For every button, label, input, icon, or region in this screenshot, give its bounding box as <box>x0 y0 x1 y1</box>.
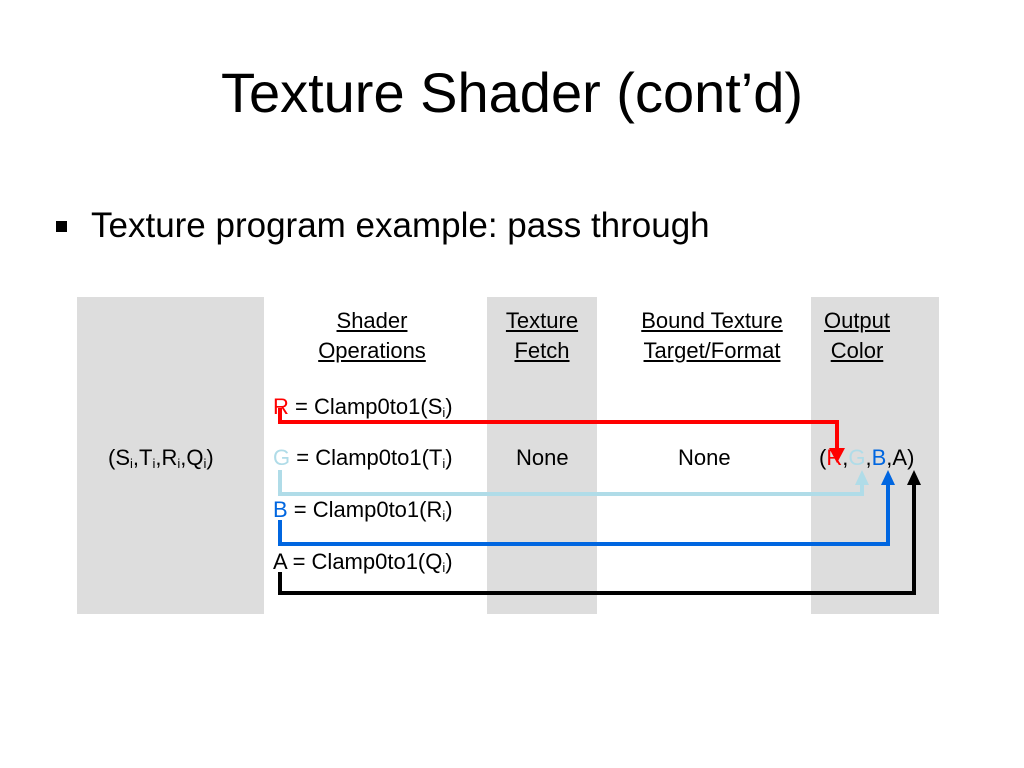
op-expr: = Clamp0to1( <box>288 394 428 419</box>
input-comma: , <box>155 445 162 470</box>
bullet-text: Texture program example: pass through <box>91 206 710 245</box>
op-coord: S <box>427 394 443 419</box>
output-comma: , <box>886 445 893 470</box>
op-coord: T <box>428 445 443 470</box>
header-fetch-line2: Fetch <box>514 338 570 363</box>
output-open-paren: ( <box>819 445 827 470</box>
green-arrowhead-icon <box>855 470 869 485</box>
input-t: T <box>139 445 153 470</box>
input-comma: , <box>132 445 140 470</box>
output-close-paren: ) <box>907 445 915 470</box>
op-sub: i <box>442 508 446 523</box>
blue-arrowhead-icon <box>881 470 895 485</box>
header-texture-fetch: Texture Fetch <box>487 306 597 366</box>
bullet-item: Texture program example: pass through <box>56 202 710 250</box>
panel-output-color <box>811 297 939 614</box>
op-alpha: A = Clamp0to1(Qi) <box>273 548 453 582</box>
slide-title: Texture Shader (cont’d) <box>220 61 804 124</box>
header-shader-line1: Shader <box>336 308 408 333</box>
op-coord: R <box>426 497 443 522</box>
op-expr: = Clamp0to1( <box>286 549 426 574</box>
header-output-line2: Color <box>830 338 884 363</box>
op-close: ) <box>445 549 453 574</box>
op-channel-r: R <box>273 394 289 419</box>
output-b: B <box>871 445 887 470</box>
output-comma: , <box>842 445 849 470</box>
input-t-sub: i <box>152 456 156 471</box>
input-comma: , <box>180 445 187 470</box>
header-bound-line2: Target/Format <box>643 338 781 363</box>
blue-wire <box>278 480 890 546</box>
header-output-color: Output Color <box>811 306 903 366</box>
bullet-square-icon <box>56 220 67 232</box>
alpha-arrowhead-icon <box>907 470 921 485</box>
op-sub: i <box>442 405 446 420</box>
op-channel-g: G <box>273 445 291 470</box>
header-shader-line2: Operations <box>318 338 426 363</box>
op-green: G = Clamp0to1(Ti) <box>273 444 453 478</box>
op-sub: i <box>442 560 446 575</box>
op-channel-b: B <box>273 497 288 522</box>
input-q-sub: i <box>203 456 207 471</box>
texture-fetch-value: None <box>516 445 569 470</box>
input-s: S <box>115 445 131 470</box>
input-open-paren: ( <box>108 445 116 470</box>
header-output-line1: Output <box>823 308 891 333</box>
output-comma: , <box>865 445 872 470</box>
header-bound-texture: Bound Texture Target/Format <box>622 306 802 366</box>
output-a: A <box>892 445 908 470</box>
header-fetch-line1: Texture <box>505 308 579 333</box>
input-q: Q <box>186 445 204 470</box>
op-sub: i <box>442 456 446 471</box>
input-r-sub: i <box>177 456 181 471</box>
alpha-wire <box>278 480 916 595</box>
output-g: G <box>848 445 866 470</box>
panel-input <box>77 297 264 614</box>
input-s-sub: i <box>130 456 133 471</box>
header-shader-operations: Shader Operations <box>292 306 452 366</box>
panel-texture-fetch <box>487 297 597 614</box>
green-wire <box>278 470 864 496</box>
op-close: ) <box>445 394 453 419</box>
header-bound-line1: Bound Texture <box>641 308 783 333</box>
input-coordinates: (Si,Ti,Ri,Qi) <box>108 444 214 478</box>
input-r: R <box>161 445 178 470</box>
op-coord: Q <box>425 549 443 574</box>
input-close-paren: ) <box>206 445 214 470</box>
op-close: ) <box>445 497 453 522</box>
op-close: ) <box>445 445 453 470</box>
op-red: R = Clamp0to1(Si) <box>273 393 453 427</box>
op-channel-a: A <box>273 549 287 574</box>
bound-texture-value: None <box>678 445 731 470</box>
op-expr: = Clamp0to1( <box>290 445 429 470</box>
red-wire <box>278 408 839 453</box>
op-blue: B = Clamp0to1(Ri) <box>273 496 453 530</box>
red-arrowhead-icon <box>829 448 845 463</box>
op-expr: = Clamp0to1( <box>287 497 427 522</box>
